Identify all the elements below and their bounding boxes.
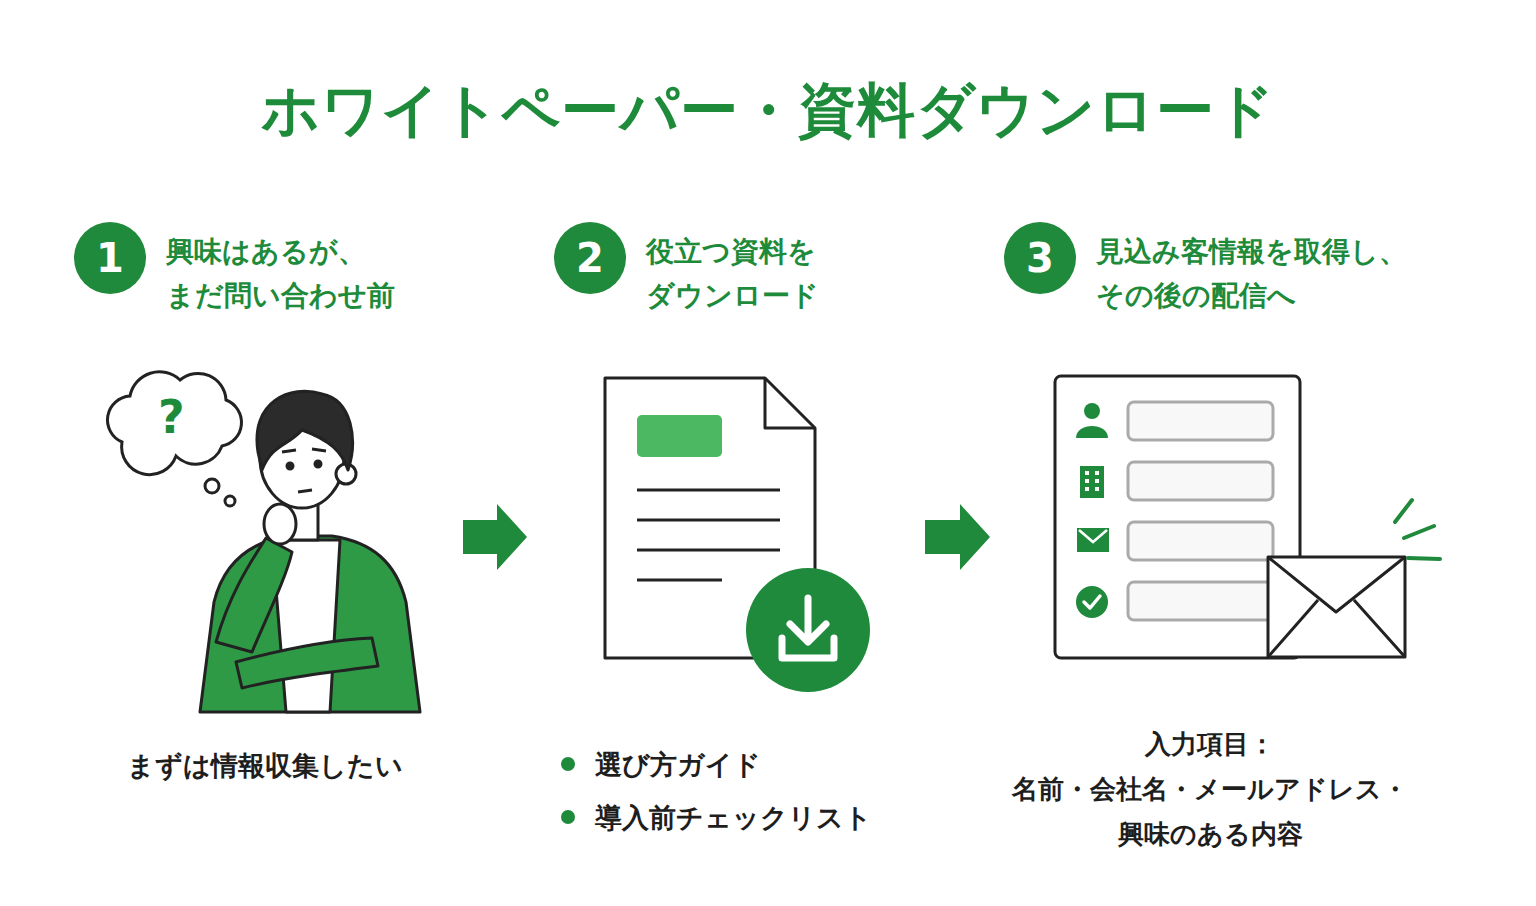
step-number-circle: 2役立つ資料を ダウンロード (554, 222, 626, 294)
person-figure (216, 538, 292, 652)
person-figure (264, 504, 296, 544)
envelope-icon (1395, 500, 1440, 559)
form-icon (1079, 530, 1107, 542)
person-figure (315, 461, 321, 467)
step-number: 2 (554, 222, 626, 294)
thought-bubble (107, 372, 241, 475)
form-icon (1128, 402, 1273, 440)
document-icon (637, 415, 722, 457)
form-icon (1084, 403, 1100, 419)
download-icon (746, 568, 870, 692)
form-icon (1080, 466, 1104, 498)
caption: 入力項目： (1000, 722, 1420, 767)
form-icon (1076, 586, 1108, 618)
form-icon (1085, 471, 1089, 475)
bullet-dot (561, 757, 575, 771)
person-figure (298, 490, 312, 492)
download-icon (782, 598, 834, 658)
person-figure (257, 391, 353, 470)
person-figure (282, 449, 326, 452)
form-icon (1128, 462, 1273, 500)
form-icon (1055, 376, 1300, 658)
thought-bubble (107, 372, 241, 506)
form-icon (1095, 471, 1099, 475)
step-number-circle: 3見込み客情報を取得し、 その後の配信へ (1004, 222, 1076, 294)
caption: 選び方ガイド (595, 742, 880, 787)
step-number: 3 (1004, 222, 1076, 294)
step-illustration: まずは情報収集したい (100, 355, 430, 795)
bullet-dot (561, 757, 575, 824)
person-figure (236, 638, 378, 688)
document-icon (765, 378, 815, 428)
caption: まずは情報収集したい (100, 743, 430, 788)
form-icon (1085, 479, 1089, 483)
envelope-icon (1268, 557, 1405, 657)
form-icon (1128, 402, 1273, 620)
form-icon (1095, 479, 1099, 483)
thought-bubble (225, 496, 235, 506)
step-number: 1 (74, 222, 146, 294)
step-heading: 役立つ資料を ダウンロード (646, 230, 853, 318)
person-figure (200, 391, 420, 712)
flow-arrow (925, 504, 990, 570)
form-icon (1055, 376, 1300, 658)
step-heading: 興味はあるが、 まだ問い合わせ前 (166, 230, 401, 318)
flow-arrow (463, 504, 527, 570)
form-icon (1076, 403, 1109, 618)
form-icon (1085, 487, 1089, 491)
question-mark: ? (158, 392, 185, 442)
step-illustration: 選び方ガイド導入前チェックリスト (550, 370, 880, 850)
caption: 導入前チェックリスト (595, 795, 880, 840)
title: ホワイトペーパー・資料ダウンロード (0, 68, 1536, 152)
form-icon (1128, 582, 1273, 620)
caption: 名前・会社名・メールアドレス・ 興味のある内容 (1010, 767, 1410, 857)
form-icon (1076, 426, 1108, 438)
form-icon (1084, 596, 1100, 608)
form-icon (1085, 471, 1099, 491)
bullet-dot (561, 810, 575, 824)
form-icon (1077, 528, 1109, 552)
person-figure (200, 536, 420, 712)
step-number-circle: 1興味はあるが、 まだ問い合わせ前 (74, 222, 146, 294)
document-icon (637, 490, 780, 580)
form-icon (1128, 522, 1273, 560)
download-icon (746, 568, 870, 692)
step-heading: 見込み客情報を取得し、 その後の配信へ (1096, 230, 1418, 318)
envelope-icon (1268, 500, 1440, 657)
step-illustration: 入力項目：名前・会社名・メールアドレス・ 興味のある内容 (1000, 370, 1420, 860)
form-icon (1095, 487, 1099, 491)
envelope-icon (1268, 557, 1405, 657)
thought-bubble (205, 479, 219, 493)
person-figure (287, 463, 293, 469)
